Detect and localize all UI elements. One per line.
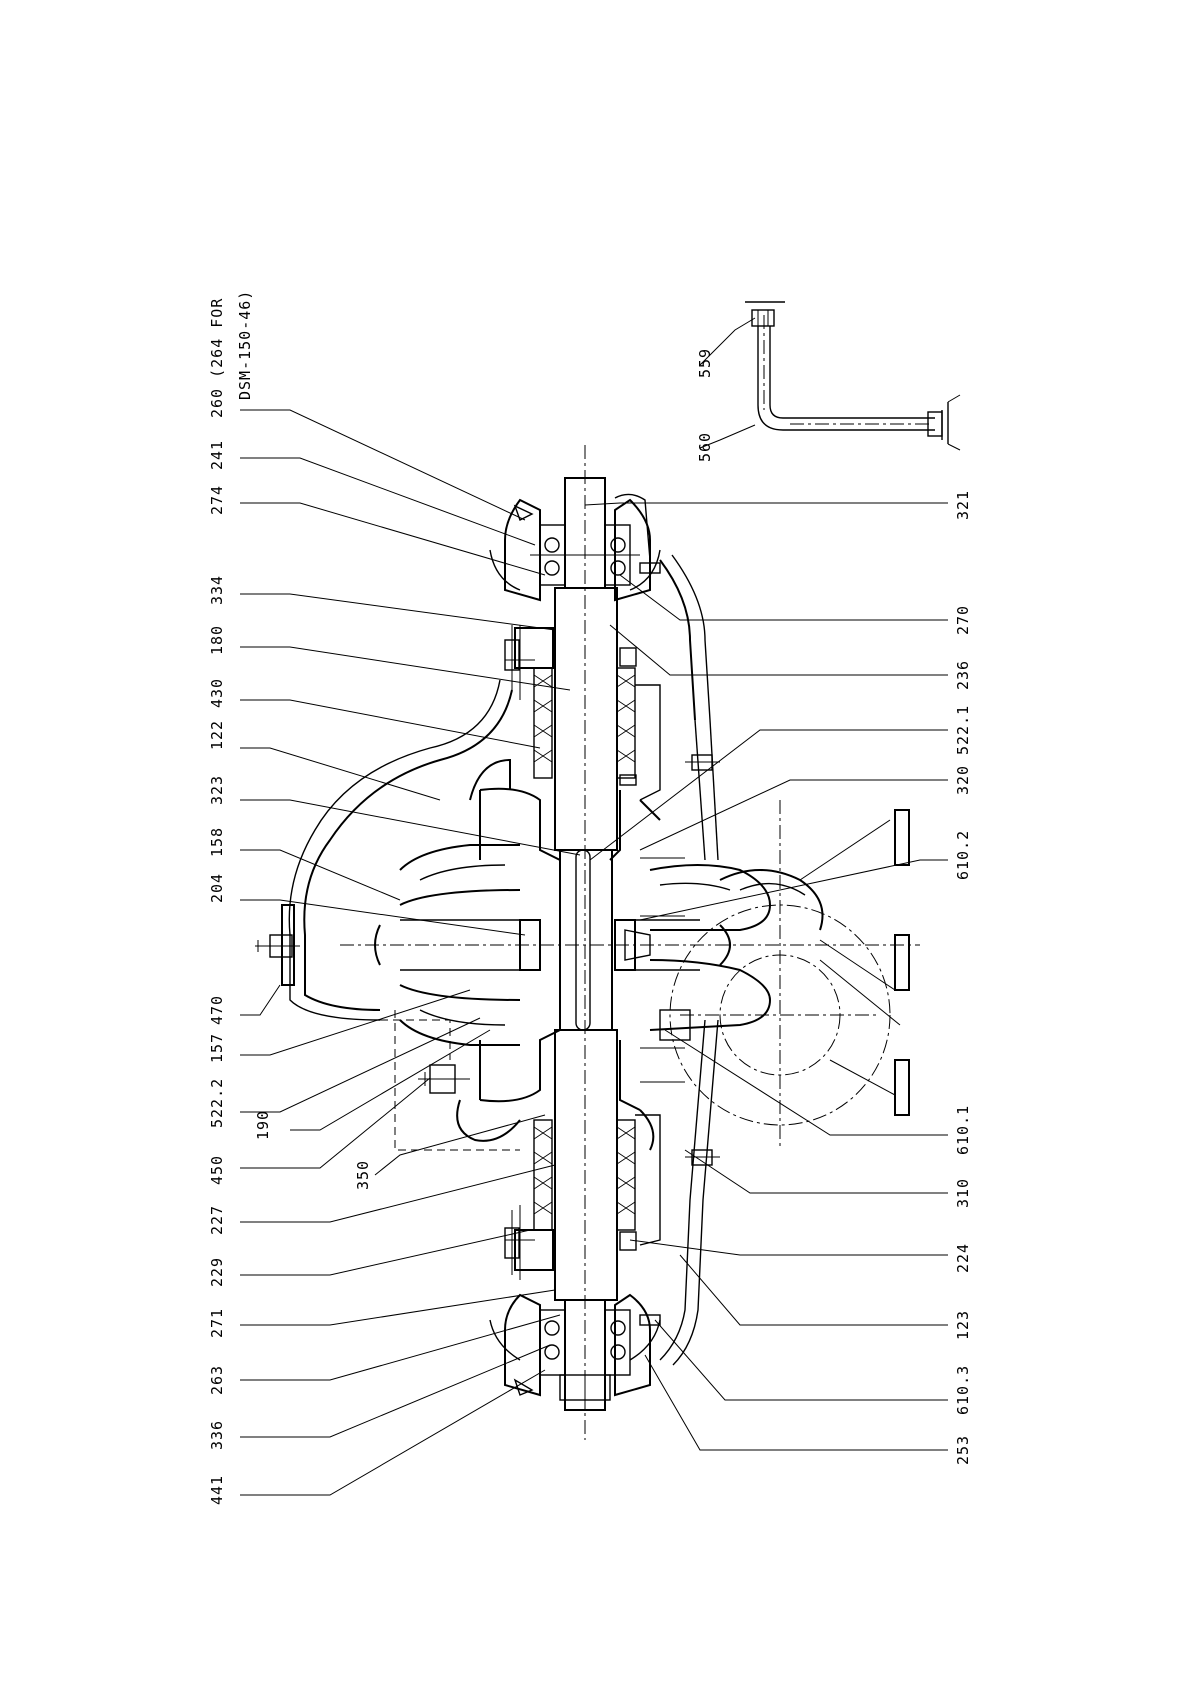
callout-321: 321 [954, 490, 972, 520]
callout-450: 450 [208, 1155, 226, 1185]
callout-270: 270 [954, 605, 972, 635]
callout-559: 559 [696, 348, 714, 378]
callout-123: 123 [954, 1310, 972, 1340]
callout-labels-inset: 559 560 [696, 348, 714, 462]
callout-260: 260 (264 FOR [208, 298, 226, 418]
callout-241: 241 [208, 440, 226, 470]
callout-430: 430 [208, 678, 226, 708]
top-bearing-housing [490, 494, 660, 600]
left-flange-stud [255, 905, 300, 985]
inset-pipe-detail [745, 302, 960, 450]
callout-190: 190 [254, 1110, 272, 1140]
callout-122: 122 [208, 720, 226, 750]
callout-labels-right: 321 270 236 522.1 320 610.2 610.1 310 22… [954, 490, 972, 1465]
callout-310: 310 [954, 1178, 972, 1208]
callout-470: 470 [208, 995, 226, 1025]
callout-158: 158 [208, 827, 226, 857]
discharge-flanges [895, 810, 909, 1115]
upper-stuffing-box [505, 625, 660, 800]
callout-271: 271 [208, 1308, 226, 1338]
callout-157: 157 [208, 1033, 226, 1063]
callout-522-2: 522.2 [208, 1078, 226, 1128]
callout-560: 560 [696, 432, 714, 462]
callout-334: 334 [208, 575, 226, 605]
lower-stuffing-box [505, 1115, 660, 1275]
callout-227: 227 [208, 1205, 226, 1235]
callout-610-3: 610.3 [954, 1365, 972, 1415]
drain-plug [418, 1065, 470, 1093]
callout-260-note: DSM-150-46) [236, 290, 254, 400]
callout-323: 323 [208, 775, 226, 805]
callout-274: 274 [208, 485, 226, 515]
callout-253: 253 [954, 1435, 972, 1465]
leader-lines [240, 318, 948, 1495]
callout-229: 229 [208, 1257, 226, 1287]
callout-610-1: 610.1 [954, 1105, 972, 1155]
callout-263: 263 [208, 1365, 226, 1395]
suction-passage-hidden [380, 1010, 520, 1150]
pump-assembly [255, 445, 920, 1440]
callout-236: 236 [954, 660, 972, 690]
callout-522-1: 522.1 [954, 705, 972, 755]
bottom-bearing-housing [490, 1295, 660, 1400]
callout-441: 441 [208, 1475, 226, 1505]
callout-204: 204 [208, 873, 226, 903]
callout-350: 350 [354, 1160, 372, 1190]
callout-180: 180 [208, 625, 226, 655]
shaft [555, 478, 617, 1410]
callout-224: 224 [954, 1243, 972, 1273]
callout-610-2: 610.2 [954, 830, 972, 880]
callout-336: 336 [208, 1420, 226, 1450]
callout-320: 320 [954, 765, 972, 795]
